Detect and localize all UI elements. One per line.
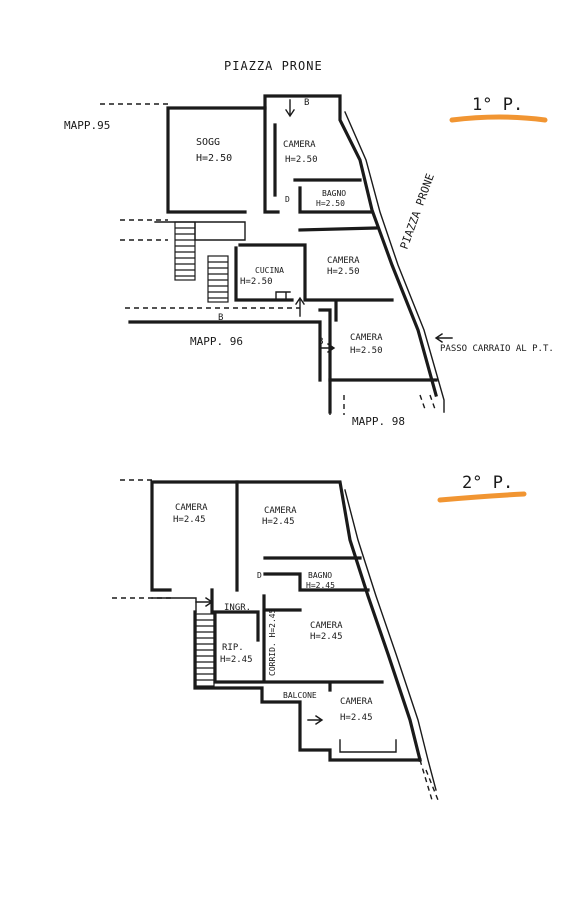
floor-2-staircase	[151, 597, 215, 687]
floor-1-outer-wall	[128, 94, 438, 414]
f1-cucina-name: CUCINA	[255, 266, 284, 275]
floor-2-plan: 2° P. CAMERA H=2.45 CAMERA H=2.45 BAGNO …	[112, 473, 527, 801]
f2-bagno-name: BAGNO	[308, 571, 332, 580]
f1-camera-1-name: CAMERA	[283, 140, 316, 150]
mapp-95-label: MAPP.95	[64, 119, 110, 132]
mapp-98-label: MAPP. 98	[352, 415, 405, 428]
floor-1-heading: 1° P.	[472, 95, 523, 115]
street-side-label: PIAZZA PRONE	[398, 172, 437, 251]
f1-camera-3-height: H=2.50	[350, 346, 383, 356]
passo-carraio-label: PASSO CARRAIO AL P.T.	[440, 344, 554, 354]
f2-bagno-height: H=2.45	[306, 581, 335, 590]
floor-2-outer-wall	[150, 480, 422, 762]
f1-mark-b-top: B	[304, 98, 309, 108]
floor-2-balcony-rail	[339, 739, 397, 753]
f1-camera-2-name: CAMERA	[327, 256, 360, 266]
floor-2-dashed-boundaries	[112, 479, 439, 801]
f2-camera-2-name: CAMERA	[264, 506, 297, 516]
floor-1-entry-arrows	[285, 99, 453, 353]
floor-2-heading: 2° P.	[462, 473, 513, 493]
f1-bagno-height: H=2.50	[316, 199, 345, 208]
mapp-96-label: MAPP. 96	[190, 335, 243, 348]
f2-camera-4-height: H=2.45	[340, 713, 373, 723]
f2-camera-3-name: CAMERA	[310, 621, 343, 631]
f1-mark-b-bottom: B	[218, 313, 223, 323]
f2-camera-1-name: CAMERA	[175, 503, 208, 513]
f1-cucina-height: H=2.50	[240, 277, 273, 287]
f2-corridoio-label: CORRID. H=2.45	[268, 608, 277, 676]
floor-1-highlight	[449, 114, 548, 123]
f2-ingresso-label: INGR.	[224, 603, 251, 613]
floor-1-plan: 1° P. PIAZZA PRONE MAPP.95 MAPP. 96 MAPP…	[64, 59, 554, 428]
f2-camera-1-height: H=2.45	[173, 515, 206, 525]
floor-2-highlight	[437, 491, 527, 503]
floor-1-kitchen-counter	[275, 291, 291, 301]
floor-1-staircase	[154, 221, 246, 303]
floor-2-interior-walls	[210, 480, 384, 692]
f2-camera-3-height: H=2.45	[310, 632, 343, 642]
f2-ripostiglio-name: RIP.	[222, 643, 244, 653]
f1-soggiorno-height: H=2.50	[196, 153, 232, 164]
floor-2-entry-arrows	[195, 597, 324, 725]
f1-camera-1-height: H=2.50	[285, 155, 318, 165]
floor-1-facade-line	[344, 111, 445, 413]
f1-soggiorno-name: SOGG	[196, 137, 220, 148]
f1-mark-b-side: B	[318, 337, 323, 347]
f2-camera-4-name: CAMERA	[340, 697, 373, 707]
floor-1-dashed-boundaries	[100, 103, 437, 415]
f2-balcone-label: BALCONE	[283, 691, 317, 700]
f1-bagno-name: BAGNO	[322, 189, 346, 198]
f2-camera-2-height: H=2.45	[262, 517, 295, 527]
f2-mark-d: D	[257, 571, 262, 580]
floor-2-facade-line	[344, 489, 437, 791]
f2-ripostiglio-height: H=2.45	[220, 655, 253, 665]
f1-camera-2-height: H=2.50	[327, 267, 360, 277]
f1-camera-3-name: CAMERA	[350, 333, 383, 343]
street-label: PIAZZA PRONE	[224, 59, 323, 73]
f1-mark-d: D	[285, 195, 290, 204]
